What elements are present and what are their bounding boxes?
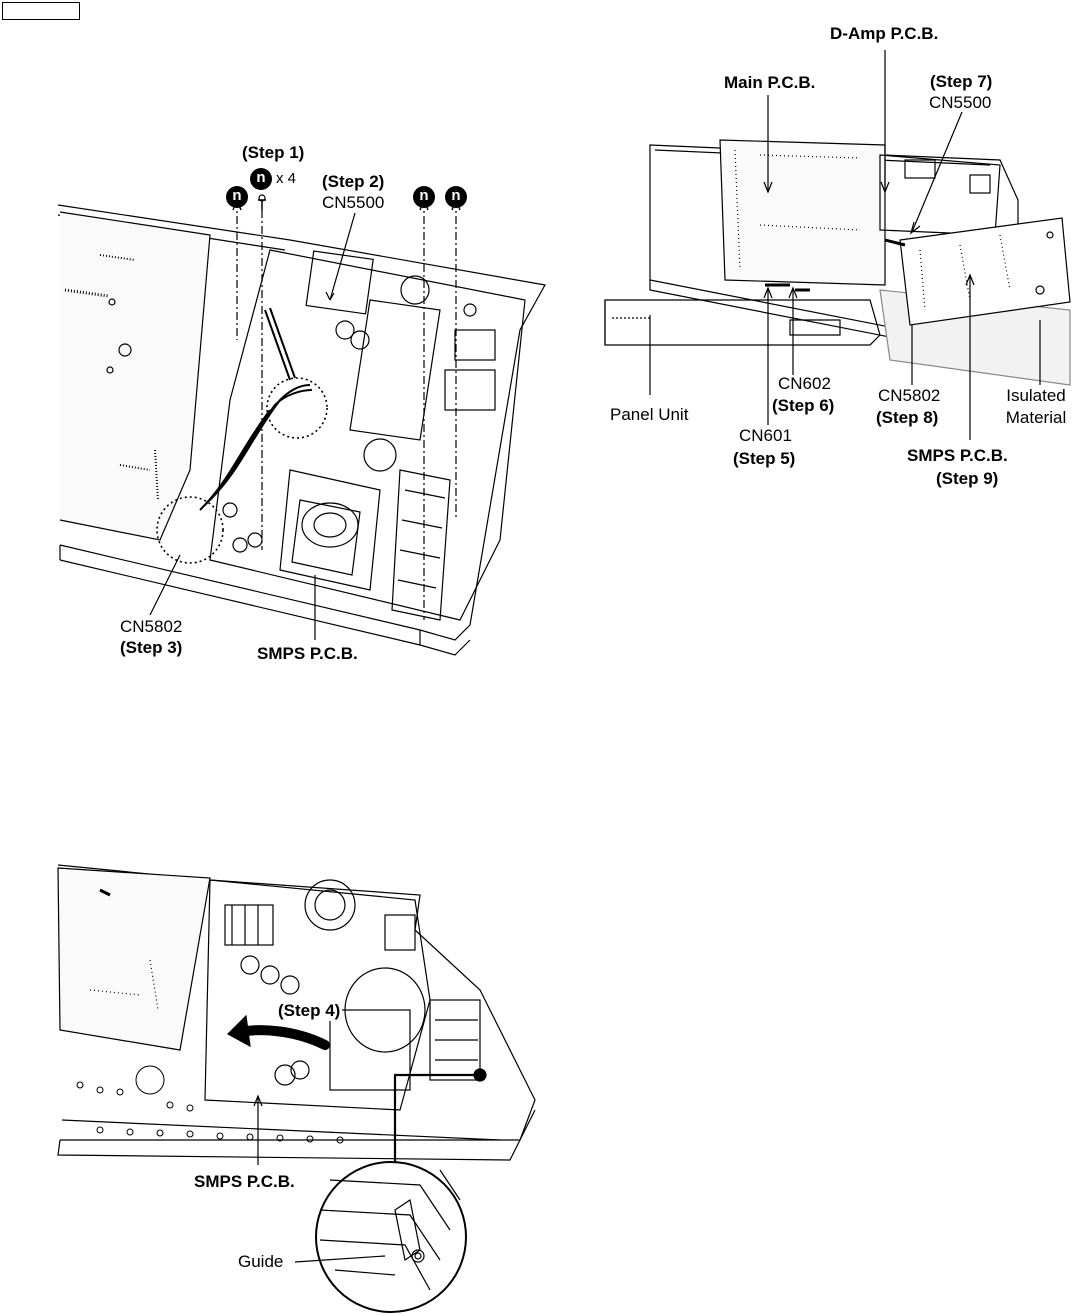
step7-label: (Step 7) (930, 72, 993, 91)
figure-smps-guide (57, 864, 536, 1313)
panel-unit-label: Panel Unit (610, 405, 689, 424)
screw-symbol-icon: n (250, 168, 272, 190)
figure-smps-removal-top (57, 194, 546, 656)
cn5500-label: CN5500 (322, 193, 385, 212)
isulated-label: Isulated (1006, 386, 1066, 405)
step8-label: (Step 8) (876, 408, 939, 427)
step3-label: (Step 3) (120, 638, 183, 657)
screw-marker-icon: n (445, 186, 467, 208)
step6-label: (Step 6) (772, 396, 835, 415)
screw-marker-icon: n (226, 186, 248, 208)
cn602-label: CN602 (778, 374, 831, 393)
step9-label: (Step 9) (936, 469, 999, 488)
material-label: Material (1005, 408, 1067, 427)
main-pcb-label: Main P.C.B. (724, 73, 816, 92)
cn5500-label: CN5500 (929, 93, 992, 112)
step2-label: (Step 2) (322, 172, 385, 191)
cn601-label: CN601 (739, 426, 792, 445)
smps-pcb-label: SMPS P.C.B. (907, 446, 1008, 465)
smps-pcb-label: SMPS P.C.B. (257, 644, 358, 663)
step5-label: (Step 5) (733, 449, 796, 468)
d-amp-pcb-label: D-Amp P.C.B. (830, 24, 939, 43)
step4-label: (Step 4) (276, 1001, 343, 1021)
cn5802-label: CN5802 (878, 386, 941, 405)
page-corner-box (2, 2, 80, 20)
guide-label: Guide (238, 1252, 284, 1271)
smps-pcb-label: SMPS P.C.B. (194, 1172, 295, 1191)
step1-label: (Step 1) (242, 143, 305, 162)
screw-quantity: x 4 (276, 170, 297, 187)
figure-pcb-overview (604, 50, 1071, 440)
cn5802-label: CN5802 (120, 617, 183, 636)
screw-marker-icon: n (413, 186, 435, 208)
